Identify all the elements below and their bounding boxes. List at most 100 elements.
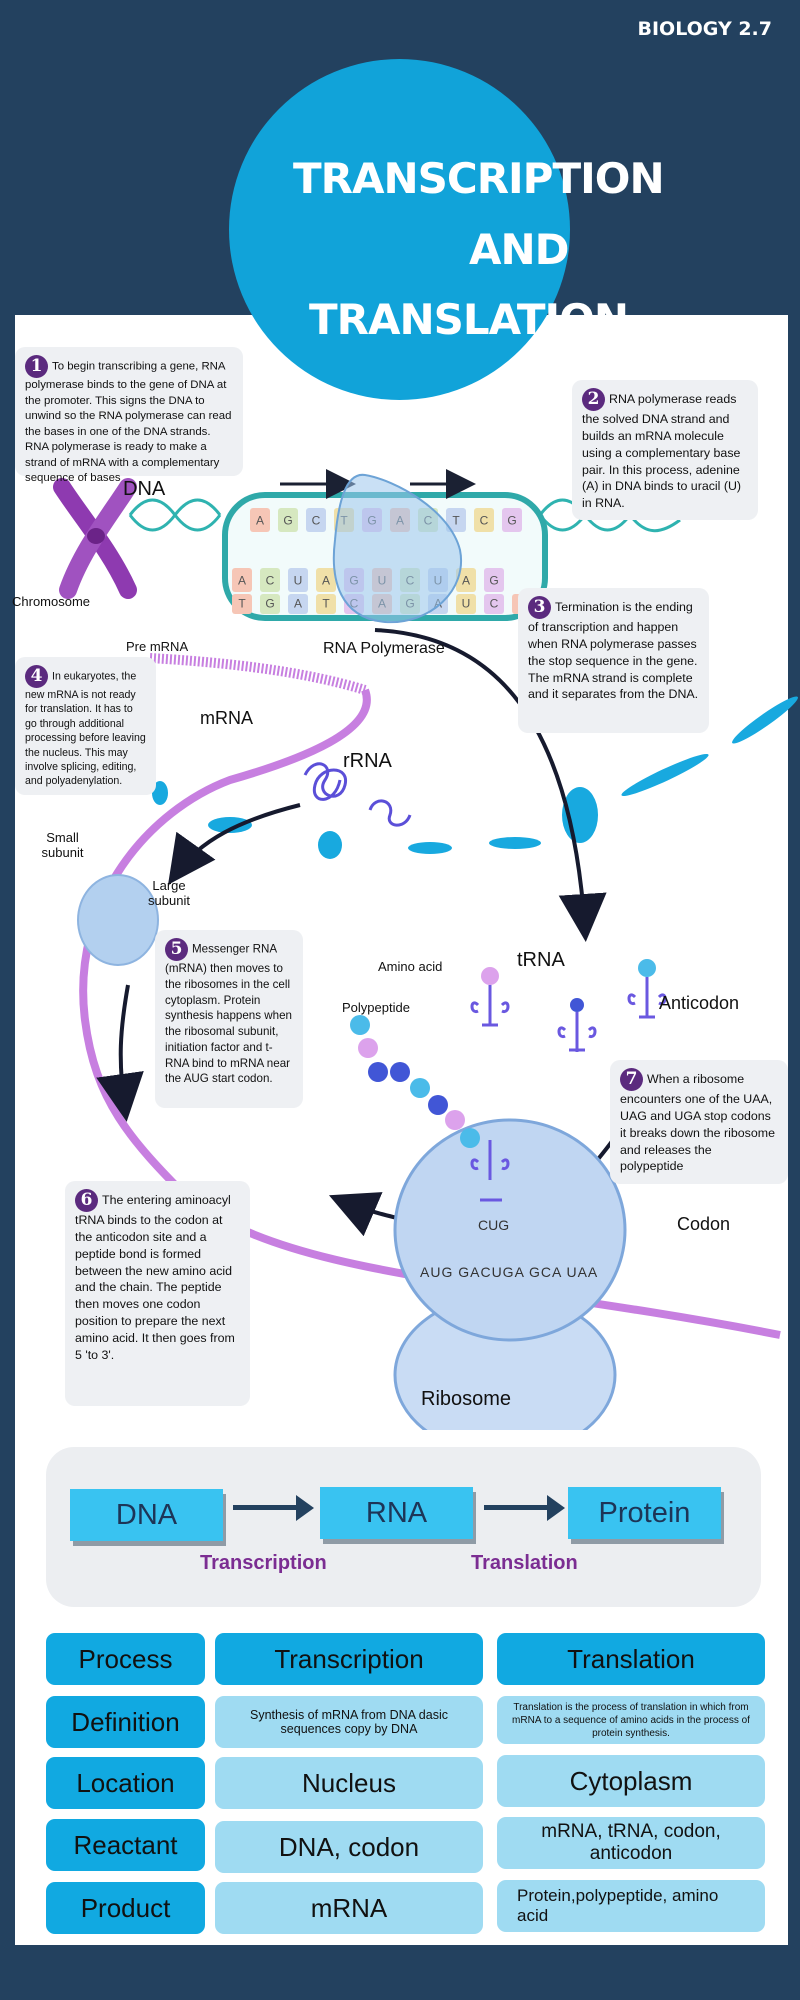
label-rna-polymerase: RNA Polymerase: [323, 640, 445, 657]
label-pre-mrna: Pre mRNA: [126, 639, 189, 654]
label-small-subunit: Small subunit: [41, 830, 84, 860]
top-base-tile: [502, 508, 522, 532]
flow-label-transcription: Transcription: [200, 1552, 327, 1574]
flow-protein: Protein: [568, 1487, 721, 1539]
bot-base-tile: [288, 594, 308, 614]
label-ribosome: Ribosome: [421, 1388, 512, 1410]
mid-base-tile: [484, 568, 504, 592]
step-6-number: 6: [75, 1189, 98, 1212]
mid-base-tile: [232, 568, 252, 592]
table-translation-definition: Translation is the process of translatio…: [497, 1696, 765, 1744]
top-base-letter: T: [452, 513, 460, 527]
label-polypeptide: Polypeptide: [342, 1000, 410, 1015]
flow-label-translation: Translation: [471, 1552, 578, 1574]
bot-base-letter: A: [294, 597, 302, 611]
label-anticodon: Anticodon: [659, 993, 740, 1013]
top-base-tile: [250, 508, 270, 532]
top-base-letter: C: [312, 513, 321, 527]
polypeptide-chain-icon: [350, 1015, 480, 1148]
label-codon: Codon: [677, 1214, 731, 1234]
flow-arrow-2: [484, 1505, 554, 1510]
bot-base-tile: [316, 594, 336, 614]
mid-base-tile: [260, 568, 280, 592]
step-4-number: 4: [25, 665, 48, 688]
step-5-number: 5: [165, 938, 188, 961]
step-4-text: In eukaryotes, the new mRNA is not ready…: [25, 670, 146, 788]
trna-icon: [470, 959, 667, 1202]
mid-base-letter: C: [266, 573, 275, 587]
top-base-tile: [446, 508, 466, 532]
step-6-text: The entering aminoacyl tRNA binds to the…: [75, 1192, 235, 1362]
ribosome-icon: [393, 1118, 627, 1430]
mid-base-tile: [316, 568, 336, 592]
top-base-letter: C: [480, 513, 489, 527]
step-1-text: To begin transcribing a gene, RNA polyme…: [25, 360, 232, 484]
top-base-letter: G: [507, 513, 516, 527]
small-subunit-icon: [77, 874, 159, 966]
flow-arrow-2-head: [547, 1495, 565, 1521]
step-1-number: 1: [25, 355, 48, 378]
title-line-2: AND: [469, 225, 570, 274]
table-transcription-definition: Synthesis of mRNA from DNA dasic sequenc…: [215, 1696, 483, 1748]
bot-base-letter: T: [238, 597, 246, 611]
anticodon-seq: CUG: [478, 1217, 509, 1233]
mid-base-letter: G: [489, 573, 498, 587]
table-translation-reactant: mRNA, tRNA, codon, anticodon: [497, 1817, 765, 1869]
label-mrna: mRNA: [200, 708, 253, 728]
title-line-3: TRANSLATION: [309, 295, 629, 344]
mid-base-letter: A: [322, 573, 330, 587]
pre-mrna-strand: [149, 653, 367, 695]
bot-base-tile: [484, 594, 504, 614]
step-5-text: Messenger RNA (mRNA) then moves to the r…: [165, 942, 292, 1086]
step-7-number: 7: [620, 1068, 643, 1091]
dna-helix-left-icon: [128, 498, 222, 532]
title-line-1: TRANSCRIPTION: [293, 154, 665, 203]
bot-base-tile: [456, 594, 476, 614]
chromosome-icon: [53, 478, 137, 599]
table-transcription-product: mRNA: [215, 1882, 483, 1934]
step-7-text: When a ribosome encounters one of the UA…: [620, 1071, 775, 1174]
flow-dna: DNA: [70, 1489, 223, 1541]
table-label-product: Product: [46, 1882, 205, 1934]
flow-rna: RNA: [320, 1487, 473, 1539]
mrna-seq: AUG GACUGA GCA UAA: [420, 1264, 598, 1280]
table-transcription-reactant: DNA, codon: [215, 1821, 483, 1873]
flow-arrow-1-head: [296, 1495, 314, 1521]
mid-base-tile: [288, 568, 308, 592]
top-base-tile: [278, 508, 298, 532]
transcription-translation-diagram: AGCTGACTCG ACUAGUCUAG TGATCAGAUCA: [53, 469, 798, 1430]
label-dna: DNA: [123, 478, 166, 500]
step-3-number: 3: [528, 596, 551, 619]
flow-arrow-1: [233, 1505, 303, 1510]
subject-tag: BIOLOGY 2.7: [637, 18, 773, 40]
table-label-location: Location: [46, 1757, 205, 1809]
bot-base-tile: [232, 594, 252, 614]
bot-base-letter: U: [462, 597, 471, 611]
mid-base-letter: U: [294, 573, 303, 587]
table-label-definition: Definition: [46, 1696, 205, 1748]
step-3-text: Termination is the ending of transcripti…: [528, 599, 699, 702]
table-header-transcription: Transcription: [215, 1633, 483, 1685]
top-base-tile: [306, 508, 326, 532]
step-2-text: RNA polymerase reads the solved DNA stra…: [582, 391, 742, 511]
top-base-letter: G: [283, 513, 292, 527]
title-circle: TRANSCRIPTION AND TRANSLATION: [229, 59, 665, 400]
label-rrna: rRNA: [343, 750, 392, 772]
top-base-tile: [474, 508, 494, 532]
rna-polymerase-icon: [332, 473, 463, 624]
label-chromosome: Chromosome: [12, 594, 91, 609]
nuclear-membrane: [152, 696, 798, 859]
table-header-translation: Translation: [497, 1633, 765, 1685]
table-translation-location: Cytoplasm: [497, 1755, 765, 1807]
top-base-letter: A: [256, 513, 264, 527]
bot-base-letter: T: [322, 597, 330, 611]
bot-base-tile: [260, 594, 280, 614]
table-translation-product: Protein,polypeptide, amino acid: [497, 1880, 765, 1932]
mid-base-tile: [456, 568, 476, 592]
